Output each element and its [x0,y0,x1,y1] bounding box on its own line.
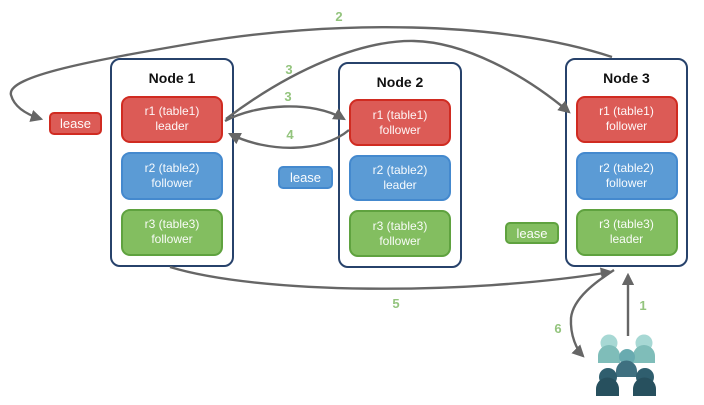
person-front-right [633,368,656,396]
step-label-1: 1 [639,298,647,313]
node-1-title: Node 1 [148,70,196,86]
replica-role: leader [383,178,417,193]
replica-label: r3 (table3) [372,218,428,233]
replica-role: follower [605,175,648,190]
replica-label: r3 (table3) [144,217,200,232]
replica-label: r1 (table1) [144,104,200,119]
person-middle [616,349,637,377]
lease-badge-r1: lease [49,112,102,135]
step-label-4: 4 [286,127,294,142]
node-3-replica-r2: r2 (table2) follower [575,152,678,200]
replica-label: r3 (table3) [599,217,654,232]
person-back-right [633,334,655,363]
step-label-2: 2 [335,9,343,24]
replica-role: leader [609,232,644,247]
clients-users-icon [596,334,656,396]
replica-role: follower [379,233,421,248]
node-3: Node 3 r1 (table1) follower r2 (table2) … [565,58,688,267]
node-2-title: Node 2 [376,74,424,90]
replica-label: r2 (table2) [144,160,200,175]
node-3-title: Node 3 [603,70,650,86]
node-2-replica-r2: r2 (table2) leader [349,154,451,202]
arrow-step-3-leader-to-node2 [224,105,346,123]
replica-label: r1 (table1) [599,104,654,119]
arrow-step-2-node3-to-lease1 [9,26,613,122]
node-1-replica-r2: r2 (table2) follower [121,152,223,200]
lease-badge-r3: lease [505,222,559,244]
replica-role: follower [151,175,193,190]
replica-role: follower [379,122,421,137]
replica-label: r2 (table2) [372,163,428,178]
replica-role: follower [605,119,648,134]
replica-label: r2 (table2) [599,160,654,175]
lease-badge-r2: lease [278,166,333,189]
step-label-3b: 3 [284,89,292,104]
node-1-replica-r3: r3 (table3) follower [121,208,223,256]
node-3-replica-r3: r3 (table3) leader [575,208,678,256]
replica-label: r1 (table1) [372,107,428,122]
node-3-replica-r1: r1 (table1) follower [575,95,678,144]
step-label-6: 6 [554,321,562,336]
replica-role: leader [155,119,189,134]
node-1-replica-r1: r1 (table1) leader [121,95,223,144]
node-2: Node 2 r1 (table1) follower r2 (table2) … [338,62,462,268]
replica-role: follower [151,232,193,247]
node-1: Node 1 r1 (table1) leader r2 (table2) fo… [110,58,234,267]
step-label-5: 5 [392,296,400,311]
step-label-3a: 3 [285,62,293,77]
person-front-left [596,368,619,396]
person-back-left [598,334,620,363]
arrow-step-5-node1-to-node3 [169,265,614,290]
node-2-replica-r3: r3 (table3) follower [349,210,451,257]
node-2-replica-r1: r1 (table1) follower [349,99,451,146]
